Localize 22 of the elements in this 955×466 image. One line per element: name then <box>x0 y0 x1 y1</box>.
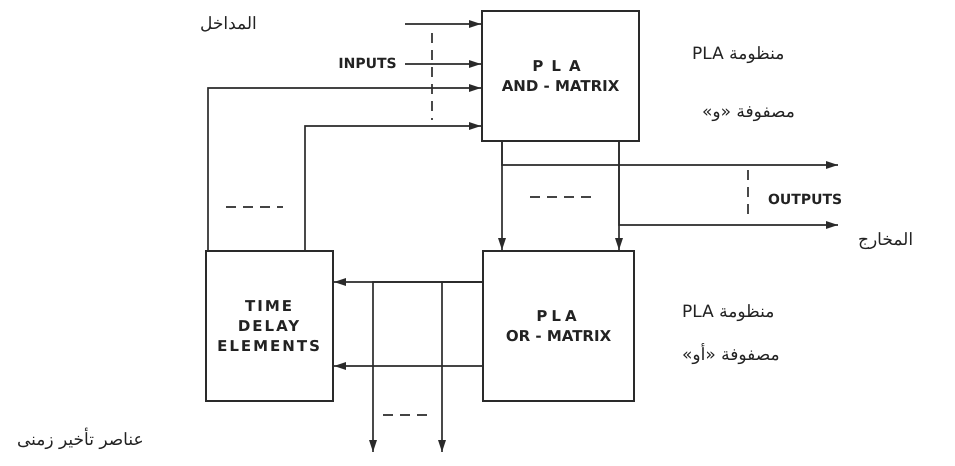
arrow <box>207 84 481 250</box>
arrow <box>618 142 838 229</box>
arabic-caption: منظومة PLA <box>692 44 784 64</box>
output-label: OUTPUTS <box>768 192 842 208</box>
arrow <box>304 122 481 250</box>
arabic-caption: عناصر تأخير زمنى <box>17 430 144 450</box>
arrow <box>405 60 481 68</box>
arabic-label: المخارج <box>858 230 914 250</box>
arabic-label: المداخل <box>200 14 257 34</box>
box-text: PLA <box>536 306 581 326</box>
box-text: OR - MATRIX <box>506 326 612 346</box>
arrow <box>501 142 838 169</box>
arabic-caption: منظومة PLA <box>682 302 774 322</box>
arrow <box>334 362 482 370</box>
arabic-caption: مصفوفة «أو» <box>682 345 780 365</box>
arrow <box>405 20 481 28</box>
arabic-caption: مصفوفة «و» <box>702 102 795 122</box>
box-text: AND - MATRIX <box>502 76 620 96</box>
input-label: INPUTS <box>330 55 405 75</box>
box-text: TIME DELAY ELEMENTS <box>216 296 323 356</box>
arrow <box>438 281 482 452</box>
box-text: PLA <box>532 56 589 76</box>
